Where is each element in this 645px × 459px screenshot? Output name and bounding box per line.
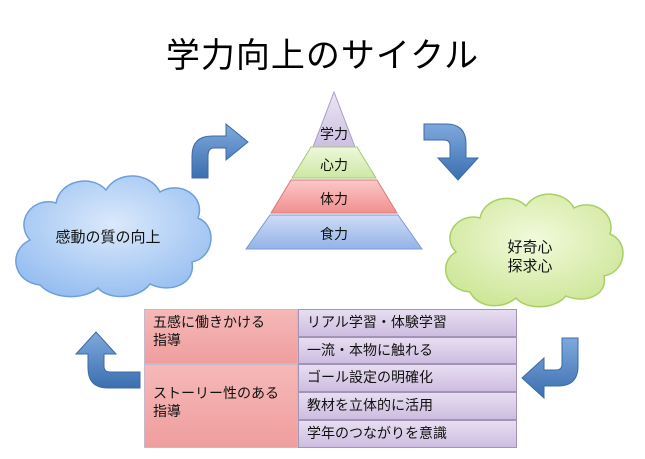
pyramid-level-shokuryoku [245, 214, 423, 250]
arrow-to-pyramid [191, 122, 249, 179]
pyramid-label-shinryoku: 心力 [320, 158, 348, 174]
pyramid-level-tairyoku [270, 179, 398, 214]
table-item-goal-setting: ゴール設定の明確化 [298, 364, 517, 392]
table-item-materials: 教材を立体的に活用 [298, 392, 517, 420]
group-label-story: ストーリー性のある 指導 [144, 364, 298, 448]
arrow-to-table [521, 337, 579, 400]
group-label-story-line2: 指導 [153, 404, 181, 420]
cloud-left-label: 感動の質の向上 [55, 228, 161, 246]
group-label-senses-line2: 指導 [153, 333, 181, 349]
pyramid [245, 90, 423, 250]
arrow-to-right-cloud [423, 123, 480, 181]
pyramid-level-shinryoku [291, 146, 377, 179]
page-title: 学力向上のサイクル [165, 36, 480, 76]
arrow-to-left-cloud [74, 331, 141, 389]
table-item-first-class: 一流・本物に触れる [298, 337, 517, 364]
table-item-real-learning: リアル学習・体験学習 [298, 309, 517, 337]
pyramid-label-tairyoku: 体力 [320, 192, 348, 208]
group-label-story-line1: ストーリー性のある [153, 386, 279, 402]
cloud-right-label-1: 好奇心 [507, 238, 553, 256]
group-label-senses: 五感に働きかける 指導 [144, 309, 298, 364]
pyramid-label-gakuryoku: 学力 [320, 127, 348, 143]
table-item-grade-connection: 学年のつながりを意識 [298, 420, 517, 448]
cloud-right-label-2: 探求心 [507, 257, 553, 275]
group-label-senses-line1: 五感に働きかける [153, 315, 265, 331]
pyramid-label-shokuryoku: 食力 [320, 227, 348, 243]
cloud-right [445, 193, 624, 308]
cloud-left [15, 175, 212, 298]
